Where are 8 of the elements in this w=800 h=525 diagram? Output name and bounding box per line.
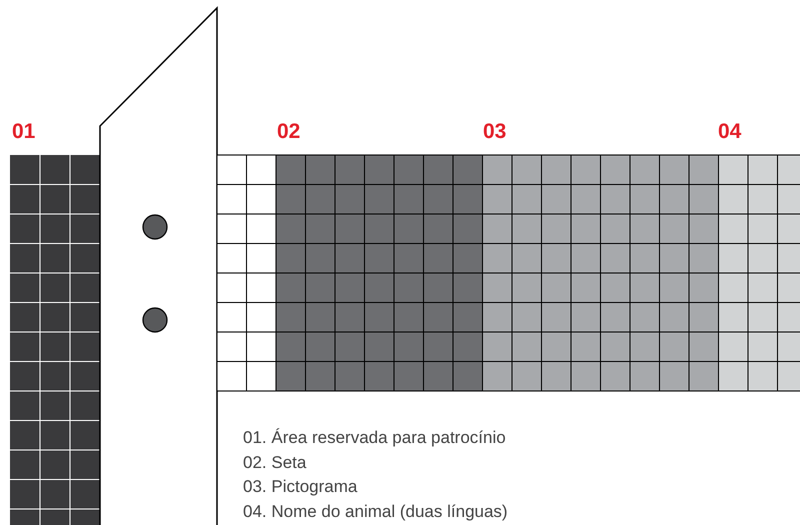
- legend-note: 01. Área reservada para patrocínio: [243, 428, 506, 448]
- panel-number: 01: [12, 120, 36, 144]
- panel-number: 03: [483, 120, 506, 144]
- legend-note: 04. Nome do animal (duas línguas): [243, 502, 508, 522]
- panel-number: 04: [718, 120, 742, 144]
- legend-note: 03. Pictograma: [243, 477, 358, 497]
- panel-number: 02: [277, 120, 300, 144]
- legend-note: 02. Seta: [243, 452, 306, 472]
